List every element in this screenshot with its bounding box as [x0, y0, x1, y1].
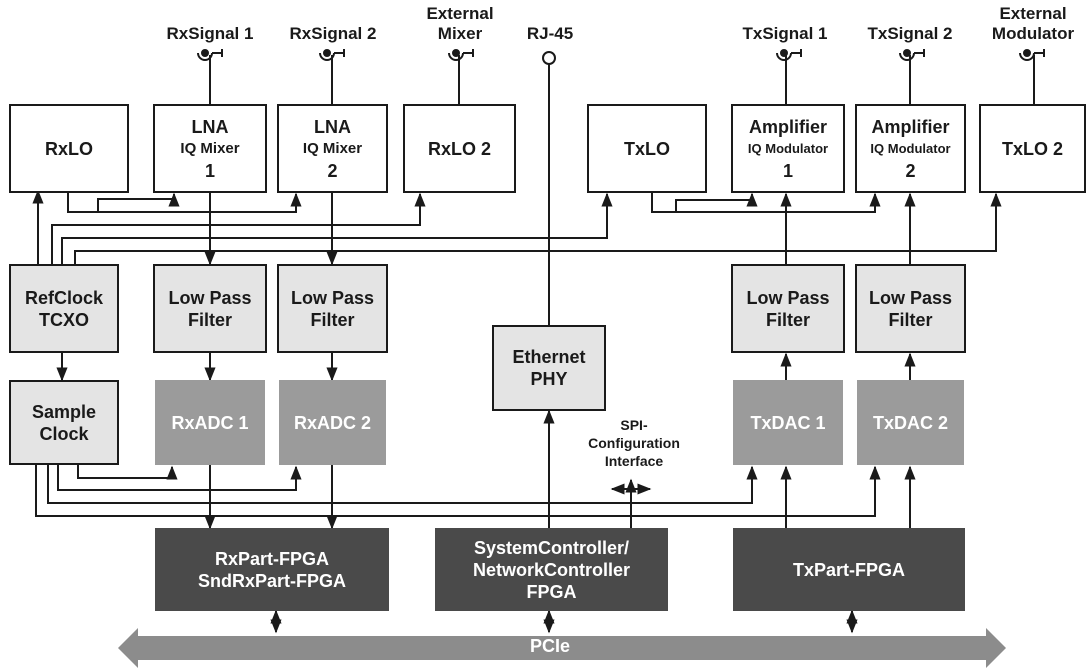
rxpart-fpga-block: RxPart-FPGA SndRxPart-FPGA	[155, 528, 389, 611]
rx-fpga-line1: RxPart-FPGA	[214, 548, 330, 569]
rxlo2-block: RxLO 2	[403, 104, 516, 193]
lpf-line1: Low Pass	[746, 287, 830, 308]
antenna-icon	[776, 49, 802, 104]
lna1-line3: 1	[204, 160, 215, 181]
rxadc-1-block: RxADC 1	[155, 380, 265, 465]
spi-line2: Configuration	[588, 435, 680, 451]
ethernet-line1: Ethernet	[512, 347, 586, 367]
lpf-line2: Filter	[888, 309, 933, 330]
antenna-icon	[319, 49, 345, 104]
refclock-line2: TCXO	[38, 309, 89, 330]
lpf-line2: Filter	[310, 309, 355, 330]
external-modulator-label: External Modulator	[980, 4, 1086, 44]
lna-iq-mixer-2-block: LNA IQ Mixer 2	[277, 104, 388, 193]
lpf-line1: Low Pass	[868, 287, 953, 308]
amp1-line2: IQ Modulator	[747, 140, 829, 156]
txdac2-label: TxDAC 2	[872, 412, 948, 433]
sample-clock-line2: Clock	[39, 423, 89, 444]
antenna-icon	[1019, 49, 1045, 104]
lpf-line2: Filter	[187, 309, 232, 330]
tx-signal-2-label: TxSignal 2	[867, 24, 953, 43]
ethernet-phy-block: Ethernet PHY	[492, 325, 606, 411]
spi-line1: SPI-	[620, 417, 648, 433]
spi-configuration-interface-label: SPI- Configuration Interface	[574, 416, 694, 470]
txlo2-label: TxLO 2	[1001, 138, 1063, 159]
lpf-line1: Low Pass	[168, 287, 252, 308]
rx-fpga-line2: SndRxPart-FPGA	[197, 570, 347, 591]
txlo2-block: TxLO 2	[979, 104, 1086, 193]
rxadc2-label: RxADC 2	[293, 412, 372, 433]
rx-low-pass-filter-2-block: Low Pass Filter	[277, 264, 388, 353]
rx-signal-2-label: RxSignal 2	[289, 24, 377, 43]
rxlo2-label: RxLO 2	[427, 138, 492, 159]
sys-fpga-line1: SystemController/	[473, 537, 630, 558]
amp2-line3: 2	[905, 160, 916, 181]
lna-iq-mixer-1-block: LNA IQ Mixer 1	[153, 104, 267, 193]
rxlo-block: RxLO	[9, 104, 129, 193]
tx-fpga-label: TxPart-FPGA	[792, 559, 906, 580]
sample-clock-block: Sample Clock	[9, 380, 119, 465]
external-mixer-line2: Mixer	[437, 24, 483, 43]
tx-low-pass-filter-2-block: Low Pass Filter	[855, 264, 966, 353]
antenna-icon	[197, 49, 223, 104]
antenna-icon	[899, 49, 925, 104]
external-mixer-label: External Mixer	[405, 4, 515, 44]
lna1-line2: IQ Mixer	[180, 139, 240, 157]
ethernet-line2: PHY	[530, 369, 568, 389]
rx-signal-1-label: RxSignal 1	[166, 24, 254, 43]
lna2-line2: IQ Mixer	[302, 139, 363, 157]
lna2-line3: 2	[327, 160, 338, 181]
system-controller-fpga-block: SystemController/ NetworkController FPGA	[435, 528, 668, 611]
refclock-tcxo-block: RefClock TCXO	[9, 264, 119, 353]
txlo-label: TxLO	[623, 138, 670, 159]
txpart-fpga-block: TxPart-FPGA	[733, 528, 965, 611]
external-modulator-line1: External	[999, 4, 1067, 23]
txdac-1-block: TxDAC 1	[733, 380, 843, 465]
txdac1-label: TxDAC 1	[750, 412, 826, 433]
external-modulator-line2: Modulator	[991, 24, 1075, 43]
sys-fpga-line2: NetworkController	[472, 559, 631, 580]
lna2-line1: LNA	[314, 116, 351, 137]
rj45-connector-icon	[542, 51, 556, 325]
amp2-line1: Amplifier	[871, 116, 950, 137]
refclock-line1: RefClock	[24, 287, 104, 308]
lna1-line1: LNA	[191, 116, 229, 137]
pcie-bus	[118, 628, 1006, 668]
rx-low-pass-filter-1-block: Low Pass Filter	[153, 264, 267, 353]
tx-low-pass-filter-1-block: Low Pass Filter	[731, 264, 845, 353]
amp1-line1: Amplifier	[748, 116, 827, 137]
txdac-2-block: TxDAC 2	[857, 380, 964, 465]
rxadc1-label: RxADC 1	[171, 412, 249, 433]
rxadc-2-block: RxADC 2	[279, 380, 386, 465]
spi-line3: Interface	[604, 453, 664, 469]
antenna-icon	[448, 49, 474, 104]
amp1-line3: 1	[782, 160, 793, 181]
txlo-block: TxLO	[587, 104, 707, 193]
rxlo-label: RxLO	[44, 138, 93, 159]
lpf-line2: Filter	[765, 309, 810, 330]
amp2-line2: IQ Modulator	[870, 140, 951, 156]
lpf-line1: Low Pass	[290, 287, 375, 308]
tx-signal-1-label: TxSignal 1	[742, 24, 828, 43]
sample-clock-line1: Sample	[31, 401, 97, 422]
external-mixer-line1: External	[426, 4, 494, 23]
pcie-label: PCIe	[529, 636, 571, 656]
sys-fpga-line3: FPGA	[526, 581, 577, 602]
rj45-label: RJ-45	[526, 24, 574, 43]
amplifier-iq-modulator-2-block: Amplifier IQ Modulator 2	[855, 104, 966, 193]
amplifier-iq-modulator-1-block: Amplifier IQ Modulator 1	[731, 104, 845, 193]
